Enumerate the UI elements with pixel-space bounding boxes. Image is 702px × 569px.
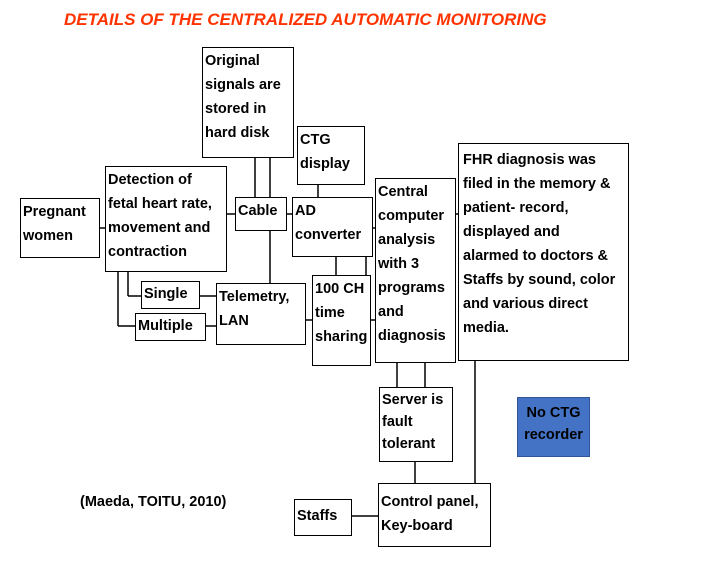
citation: (Maeda, TOITU, 2010) [80,494,227,510]
node-100ch-time-sharing: 100 CH time sharing [312,275,371,366]
node-central-computer: Central computer analysis with 3 program… [375,178,456,363]
node-server: Server is fault tolerant [379,387,453,462]
node-fhr-diagnosis: FHR diagnosis was filed in the memory & … [458,143,629,361]
node-telemetry-lan: Telemetry, LAN [216,283,306,345]
node-no-ctg-recorder: No CTG recorder [517,397,590,457]
node-control-panel: Control panel, Key-board [378,483,491,547]
node-ctg-display: CTG display [297,126,365,185]
node-staffs: Staffs [294,499,352,536]
node-ad-converter: AD converter [292,197,373,257]
node-multiple: Multiple [135,313,206,341]
node-cable: Cable [235,197,287,231]
node-original-signals: Original signals are stored in hard disk [202,47,294,158]
diagram-title: DETAILS OF THE CENTRALIZED AUTOMATIC MON… [64,10,547,29]
node-detection: Detection of fetal heart rate, movement … [105,166,227,272]
node-single: Single [141,281,200,309]
node-pregnant-women: Pregnant women [20,198,100,258]
